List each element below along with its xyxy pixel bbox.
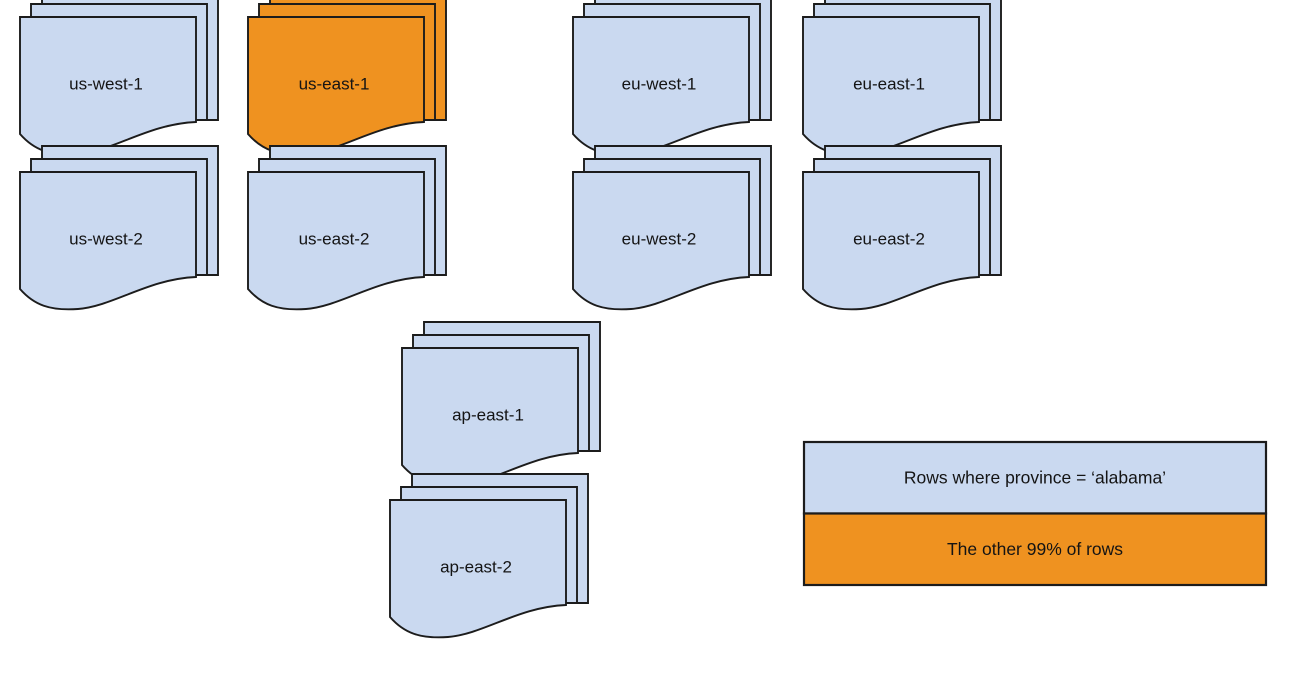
- stack-label-us-west-2: us-west-2: [69, 229, 143, 248]
- stack-label-eu-east-2: eu-east-2: [853, 229, 925, 248]
- stack-label-ap-east-2: ap-east-2: [440, 557, 512, 576]
- document-stack-us-west-1[interactable]: us-west-1: [19, 0, 219, 156]
- stack-label-ap-east-1: ap-east-1: [452, 405, 524, 424]
- document-stack-us-west-2[interactable]: us-west-2: [19, 145, 219, 311]
- stack-label-us-east-2: us-east-2: [299, 229, 370, 248]
- stack-label-eu-west-1: eu-west-1: [622, 74, 697, 93]
- document-stack-eu-west-1[interactable]: eu-west-1: [572, 0, 772, 156]
- legend-swatch-orange: [802, 512, 1268, 587]
- stack-sheet-front: [389, 499, 567, 639]
- legend: Rows where province = ‘alabama’ The other…: [802, 440, 1268, 587]
- document-stack-eu-east-1[interactable]: eu-east-1: [802, 0, 1002, 156]
- stack-label-eu-west-2: eu-west-2: [622, 229, 697, 248]
- stack-label-eu-east-1: eu-east-1: [853, 74, 925, 93]
- document-stack-ap-east-2[interactable]: ap-east-2: [389, 473, 589, 639]
- legend-label-blue: Rows where province = ‘alabama’: [904, 467, 1166, 487]
- document-stack-eu-west-2[interactable]: eu-west-2: [572, 145, 772, 311]
- document-stack-ap-east-1[interactable]: ap-east-1: [401, 321, 601, 487]
- stack-sheet-front: [247, 171, 425, 311]
- stack-label-us-east-1: us-east-1: [299, 74, 370, 93]
- stack-label-us-west-1: us-west-1: [69, 74, 143, 93]
- stack-sheet-front: [19, 171, 197, 311]
- legend-swatch-blue: [802, 440, 1268, 515]
- stack-sheet-front: [802, 171, 980, 311]
- document-stack-eu-east-2[interactable]: eu-east-2: [802, 145, 1002, 311]
- legend-label-orange: The other 99% of rows: [947, 539, 1123, 559]
- document-stack-us-east-1[interactable]: us-east-1: [247, 0, 447, 156]
- document-stack-us-east-2[interactable]: us-east-2: [247, 145, 447, 311]
- stack-sheet-front: [572, 171, 750, 311]
